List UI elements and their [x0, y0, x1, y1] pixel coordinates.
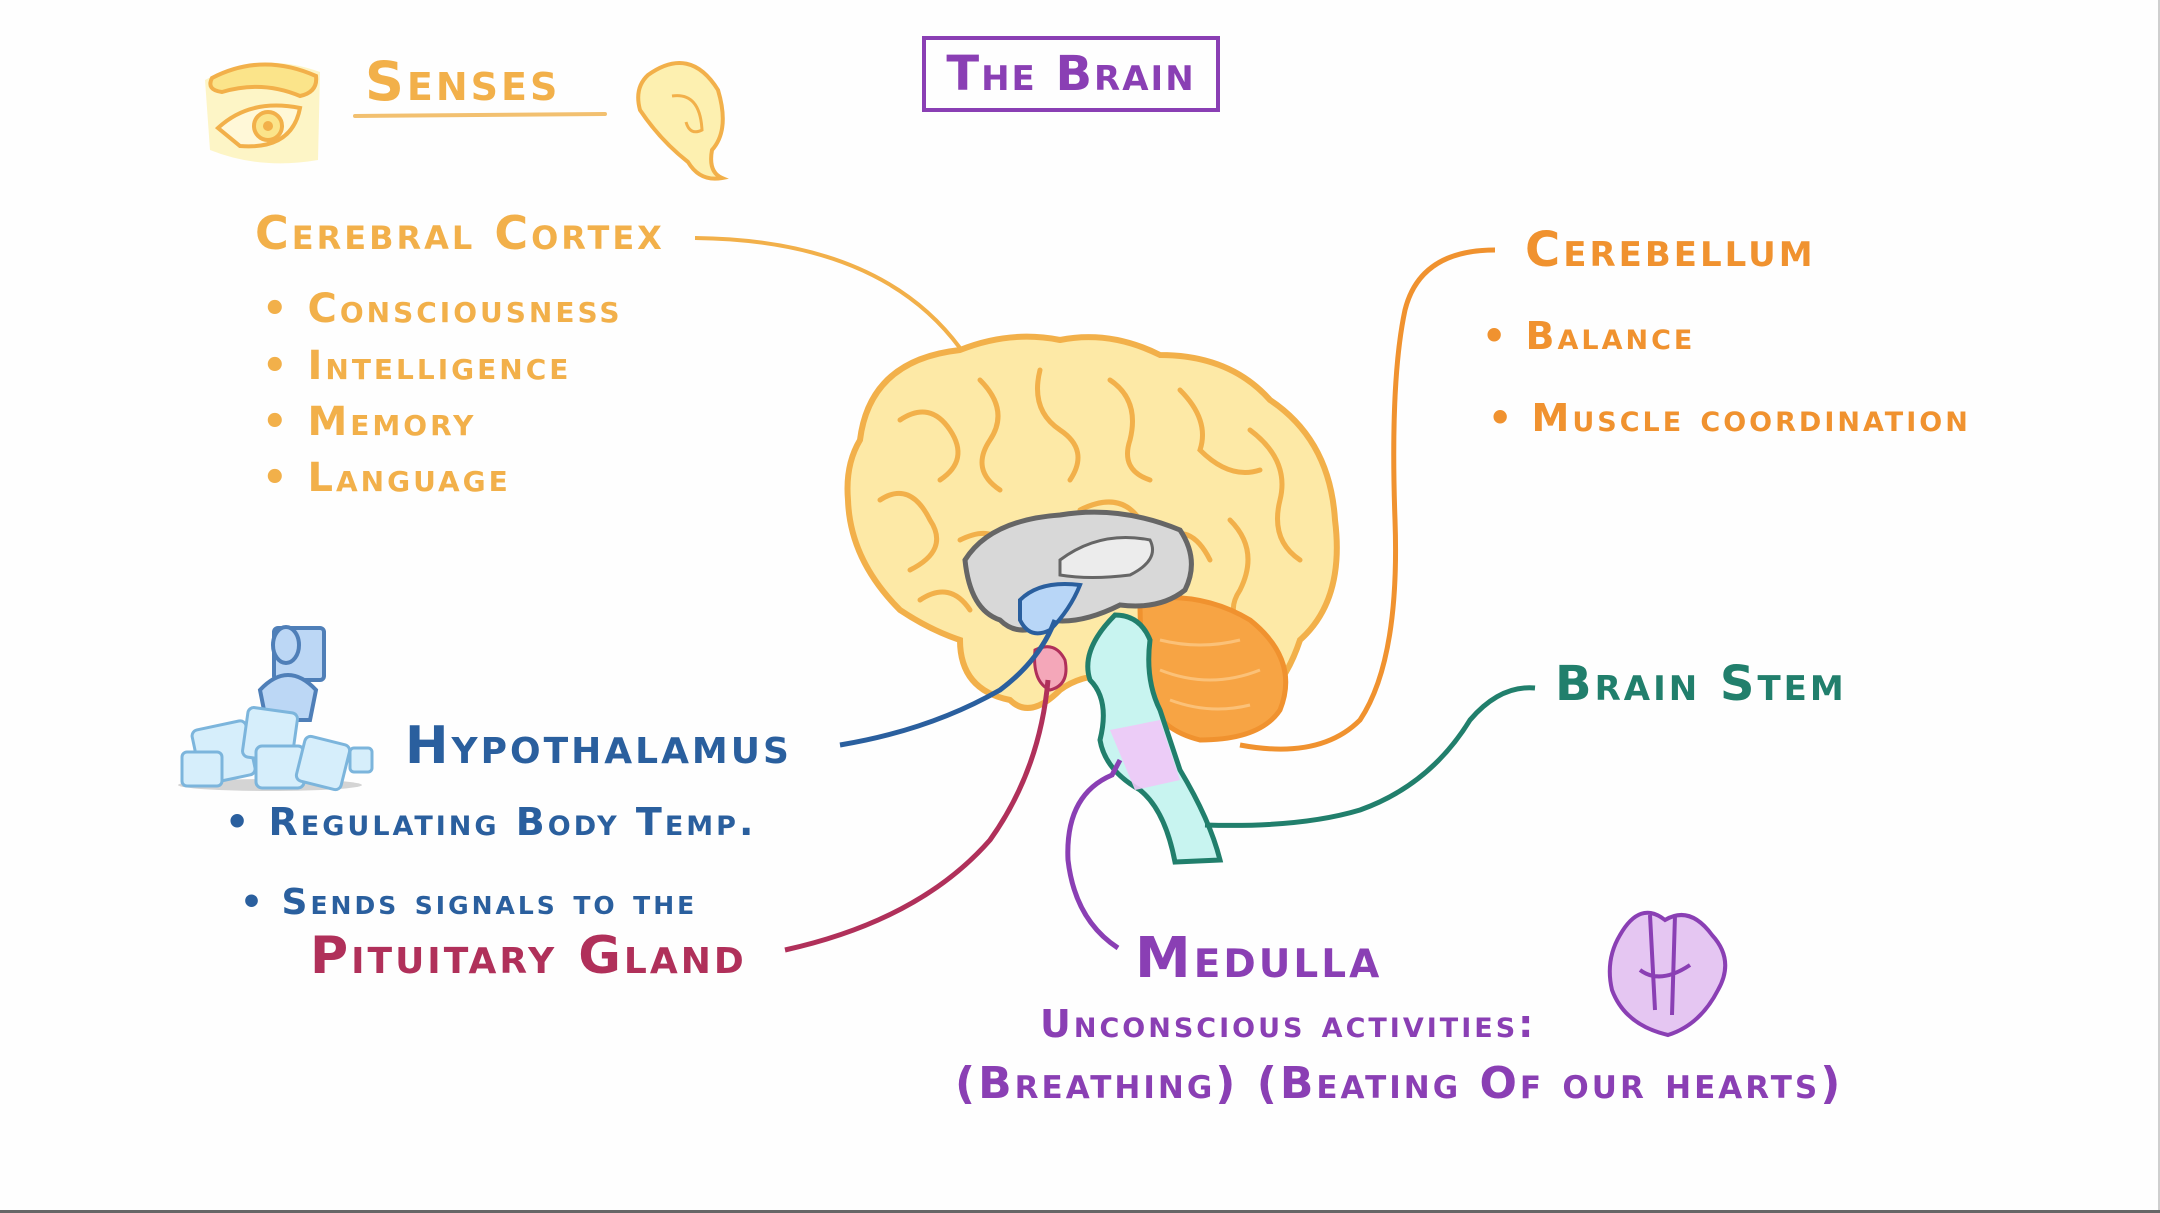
eye-icon — [205, 62, 320, 164]
pituitary-leader-line — [784, 679, 1051, 953]
cortex-bullet: • Intelligence — [262, 343, 572, 389]
senses-underline — [353, 112, 607, 118]
cortex-bullet: • Consciousness — [262, 286, 623, 332]
ear-icon — [636, 61, 729, 181]
hypothalamus-label: Hypothalamus — [405, 716, 792, 776]
cortex-leader-line — [694, 236, 962, 350]
cerebellum-label: Cerebellum — [1525, 222, 1816, 278]
medulla-subtitle: Unconscious activities: — [1040, 1002, 1537, 1046]
cortex-bullet: • Memory — [262, 399, 477, 445]
medulla-leader-line — [1065, 758, 1123, 951]
hypothalamus-bullet: • Regulating Body Temp. — [225, 800, 757, 844]
cortex-bullet: • Language — [262, 455, 511, 501]
brain-illustration — [844, 333, 1340, 865]
frame-edge-right — [2158, 0, 2160, 1213]
heart-icon — [1607, 910, 1728, 1038]
cerebellum-leader-line — [1239, 247, 1496, 752]
senses-label: Senses — [365, 50, 561, 113]
cerebral-cortex-label: Cerebral Cortex — [255, 206, 665, 260]
brain-stem-label: Brain Stem — [1555, 656, 1847, 712]
medulla-label: Medulla — [1135, 926, 1383, 991]
pituitary-gland-label: Pituitary Gland — [310, 926, 747, 986]
person-on-ice-icon — [178, 625, 374, 792]
cerebellum-bullet: • Muscle coordination — [1488, 396, 1971, 440]
medulla-examples: (Breathing) (Beating Of our hearts) — [955, 1058, 1844, 1109]
brainstem-leader-line — [1204, 685, 1536, 828]
hypothalamus-bullet: • Sends signals to the — [240, 882, 698, 923]
title-box: The Brain — [922, 36, 1220, 112]
cerebellum-bullet: • Balance — [1482, 314, 1696, 358]
hypothalamus-leader-line — [839, 619, 1058, 748]
frame-edge-bottom — [0, 1210, 2160, 1213]
page-title: The Brain — [946, 46, 1196, 102]
